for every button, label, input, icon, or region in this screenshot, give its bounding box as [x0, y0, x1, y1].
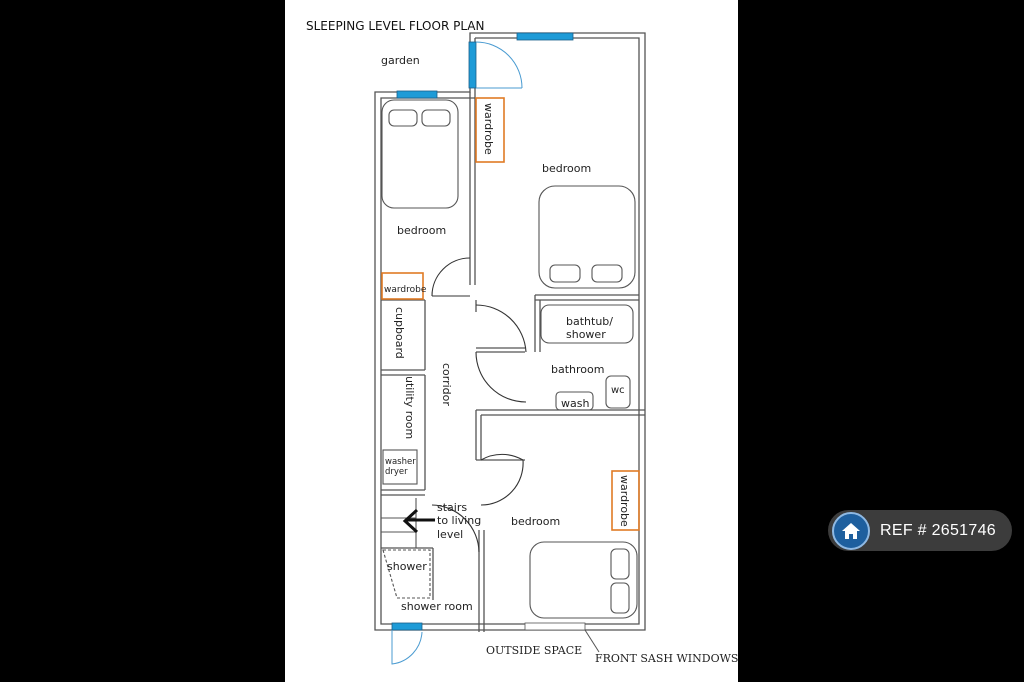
shower-label: shower	[387, 560, 427, 573]
washer-label-line2: dryer	[385, 467, 408, 477]
window-top-left	[396, 90, 438, 99]
stairs-arrow	[402, 508, 435, 534]
door-leaf-top	[468, 41, 477, 89]
beds	[381, 99, 638, 619]
wardrobes	[381, 97, 640, 531]
garden-label: garden	[381, 54, 420, 67]
home-icon	[832, 511, 870, 550]
bedroom-bottom-label: bedroom	[511, 515, 560, 528]
wc-label: wc	[611, 385, 625, 396]
bedroom-right-label: bedroom	[542, 162, 591, 175]
wardrobe-left-label: wardrobe	[384, 285, 427, 295]
wardrobe-bottom-label: wardrobe	[618, 475, 631, 527]
bathroom-label: bathroom	[551, 363, 604, 376]
outside-space-label: OUTSIDE SPACE	[486, 644, 582, 657]
reference-text: REF # 2651746	[880, 521, 996, 539]
wash-basin	[555, 391, 594, 411]
bathtub-label-line1: bathtub/	[566, 315, 613, 328]
stairs-label-line1: stairs	[437, 501, 467, 514]
corridor-label: corridor	[440, 363, 453, 406]
bedroom-left-label: bedroom	[397, 224, 446, 237]
wash-label: wash	[561, 397, 589, 410]
wardrobe-bottom	[611, 470, 640, 531]
walls	[374, 32, 646, 632]
door-swings	[391, 41, 523, 665]
bed-left	[381, 99, 459, 209]
bathroom-fixtures	[540, 304, 634, 411]
window-front-sash	[524, 622, 586, 631]
bathtub	[540, 304, 634, 344]
washer-label-line1: washer	[385, 457, 416, 467]
windows	[391, 32, 586, 631]
wardrobe-top-label: wardrobe	[482, 103, 495, 155]
wardrobe-left	[381, 272, 424, 300]
stairs-label-line2: to living	[437, 514, 481, 527]
bed-bottom	[529, 541, 638, 619]
reference-badge: REF # 2651746	[828, 510, 1012, 551]
wardrobe-top	[475, 97, 505, 163]
cupboard-label: cupboard	[393, 307, 406, 359]
floor-plan-diagram: SLEEPING LEVEL FLOOR PLAN garden	[306, 19, 738, 665]
wc	[605, 375, 631, 409]
plan-title: SLEEPING LEVEL FLOOR PLAN	[306, 19, 484, 33]
floor-plan-sheet: SLEEPING LEVEL FLOOR PLAN garden	[285, 0, 738, 682]
bathtub-label-line2: shower	[566, 328, 606, 341]
bed-right	[538, 185, 636, 289]
window-bottom-left	[391, 622, 423, 631]
front-sash-windows-label: FRONT SASH WINDOWS	[595, 652, 738, 665]
washer-dryer	[382, 449, 418, 485]
window-top-right	[516, 32, 574, 41]
shower-room-label: shower room	[401, 600, 473, 613]
utility-room-label: utility room	[403, 376, 416, 439]
stairs-label-line3: level	[437, 528, 463, 541]
